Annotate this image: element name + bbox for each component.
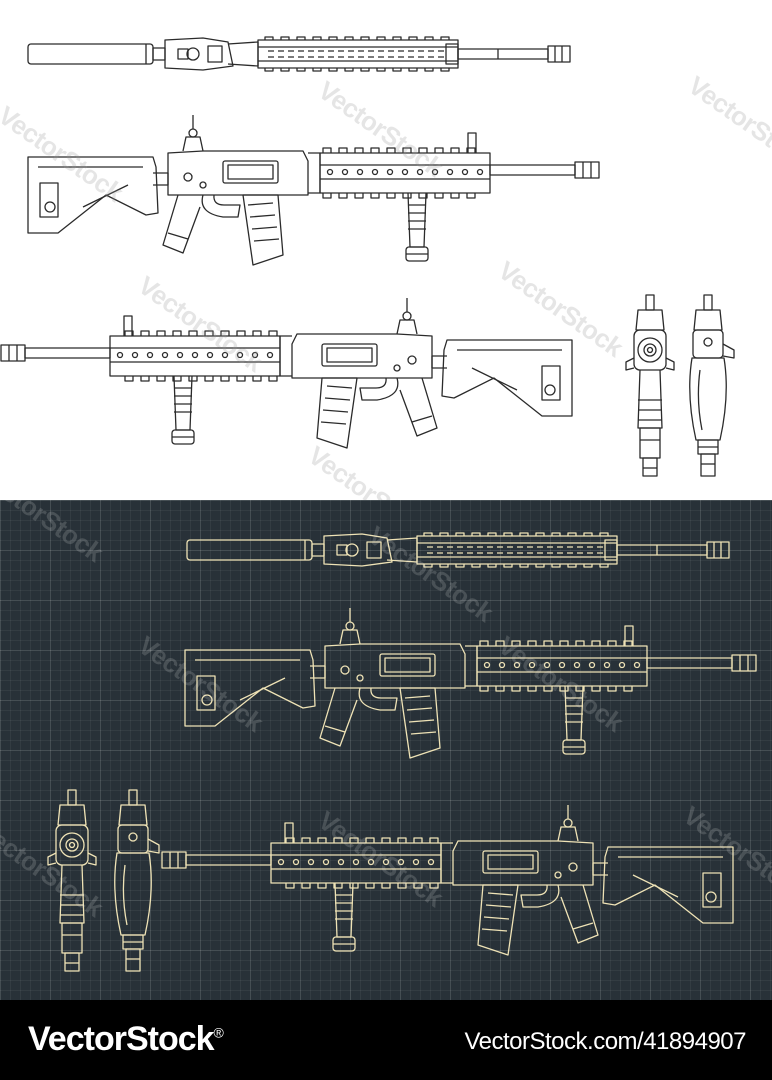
dark-rifle-front-view (47, 789, 97, 972)
light-rifle-top-view (27, 36, 571, 72)
footer-bar: VectorStock® VectorStock.com/41894907 (0, 1000, 772, 1080)
light-blueprint-panel: VectorStock VectorStock VectorStock Vect… (0, 0, 772, 500)
blueprint-grid (0, 500, 772, 1000)
light-rifle-front-view (625, 294, 675, 477)
dark-drawings (47, 532, 757, 972)
image-url[interactable]: VectorStock.com/41894907 (464, 1028, 746, 1055)
dark-rifle-left-side-view (184, 607, 757, 759)
vectorstock-logo: VectorStock® (28, 1020, 224, 1059)
dark-rifle-right-side-view (161, 804, 734, 956)
light-rifle-rear-view (689, 294, 735, 477)
registered-mark: ® (213, 1024, 224, 1041)
dark-blueprint-panel: VectorStock VectorStock VectorStock Vect… (0, 500, 772, 1000)
light-rifle-left-side-view (27, 114, 600, 266)
light-drawings (0, 36, 735, 477)
logo-text: VectorStock (28, 1020, 215, 1058)
dark-rifle-rear-view (114, 789, 160, 972)
dark-rifle-top-view (186, 532, 730, 568)
light-rifle-right-side-view (0, 297, 573, 449)
